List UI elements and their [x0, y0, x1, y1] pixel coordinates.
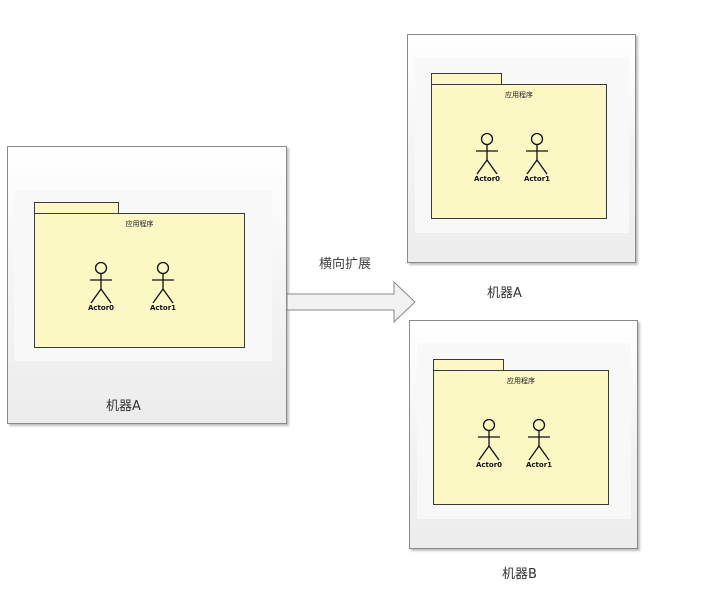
machine-node: 应用程序 Actor0 Actor1	[407, 34, 636, 263]
actor-label: Actor0	[475, 461, 503, 469]
actor: Actor0	[469, 419, 509, 469]
machine-label: 机器A	[487, 286, 522, 301]
machine-label: 机器A	[106, 399, 141, 414]
actor-icon	[528, 419, 550, 461]
machine-node: 应用程序 Actor0 Actor1	[409, 320, 638, 549]
actor-icon	[152, 262, 174, 304]
actor-icon	[476, 133, 498, 175]
scale-out-arrow	[286, 280, 416, 324]
actor-icon	[90, 262, 112, 304]
actor-label: Actor1	[523, 175, 551, 183]
actor: Actor1	[143, 262, 183, 312]
machine-label: 机器B	[502, 567, 537, 582]
package-title: 应用程序	[125, 220, 154, 228]
actor-label: Actor1	[525, 461, 553, 469]
actor-label: Actor1	[149, 304, 177, 312]
arrow-label: 横向扩展	[319, 257, 372, 272]
actor-icon	[478, 419, 500, 461]
package: 应用程序 Actor0 Actor1	[433, 370, 609, 505]
package: 应用程序 Actor0 Actor1	[431, 84, 607, 219]
package: 应用程序 Actor0 Actor1	[34, 213, 245, 348]
actor-label: Actor0	[87, 304, 115, 312]
actor: Actor0	[81, 262, 121, 312]
actor: Actor1	[519, 419, 559, 469]
actor: Actor1	[517, 133, 557, 183]
machine-node: 应用程序 Actor0 Actor1 机器A	[7, 146, 287, 424]
actor: Actor0	[467, 133, 507, 183]
package-title: 应用程序	[507, 377, 535, 385]
actor-label: Actor0	[473, 175, 501, 183]
actor-icon	[526, 133, 548, 175]
package-title: 应用程序	[505, 91, 533, 99]
